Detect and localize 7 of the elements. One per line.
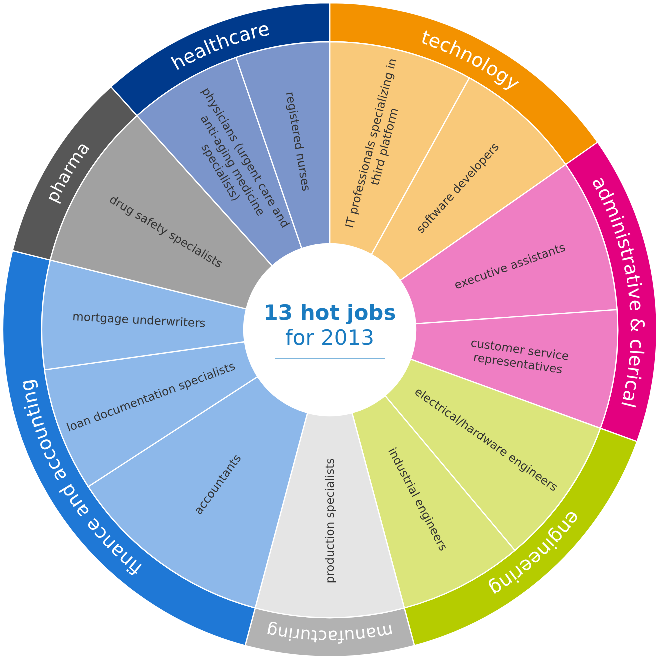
center-subtitle: for 2013 (286, 326, 374, 350)
job-label: production specialists (322, 458, 338, 584)
job-label: mortgage underwriters (72, 309, 206, 331)
job-label: registered nurses (283, 90, 314, 192)
job-label: customer service representatives (469, 334, 572, 379)
center-title: 13 hot jobs (264, 301, 396, 326)
category-label: manufacturing (265, 620, 395, 646)
